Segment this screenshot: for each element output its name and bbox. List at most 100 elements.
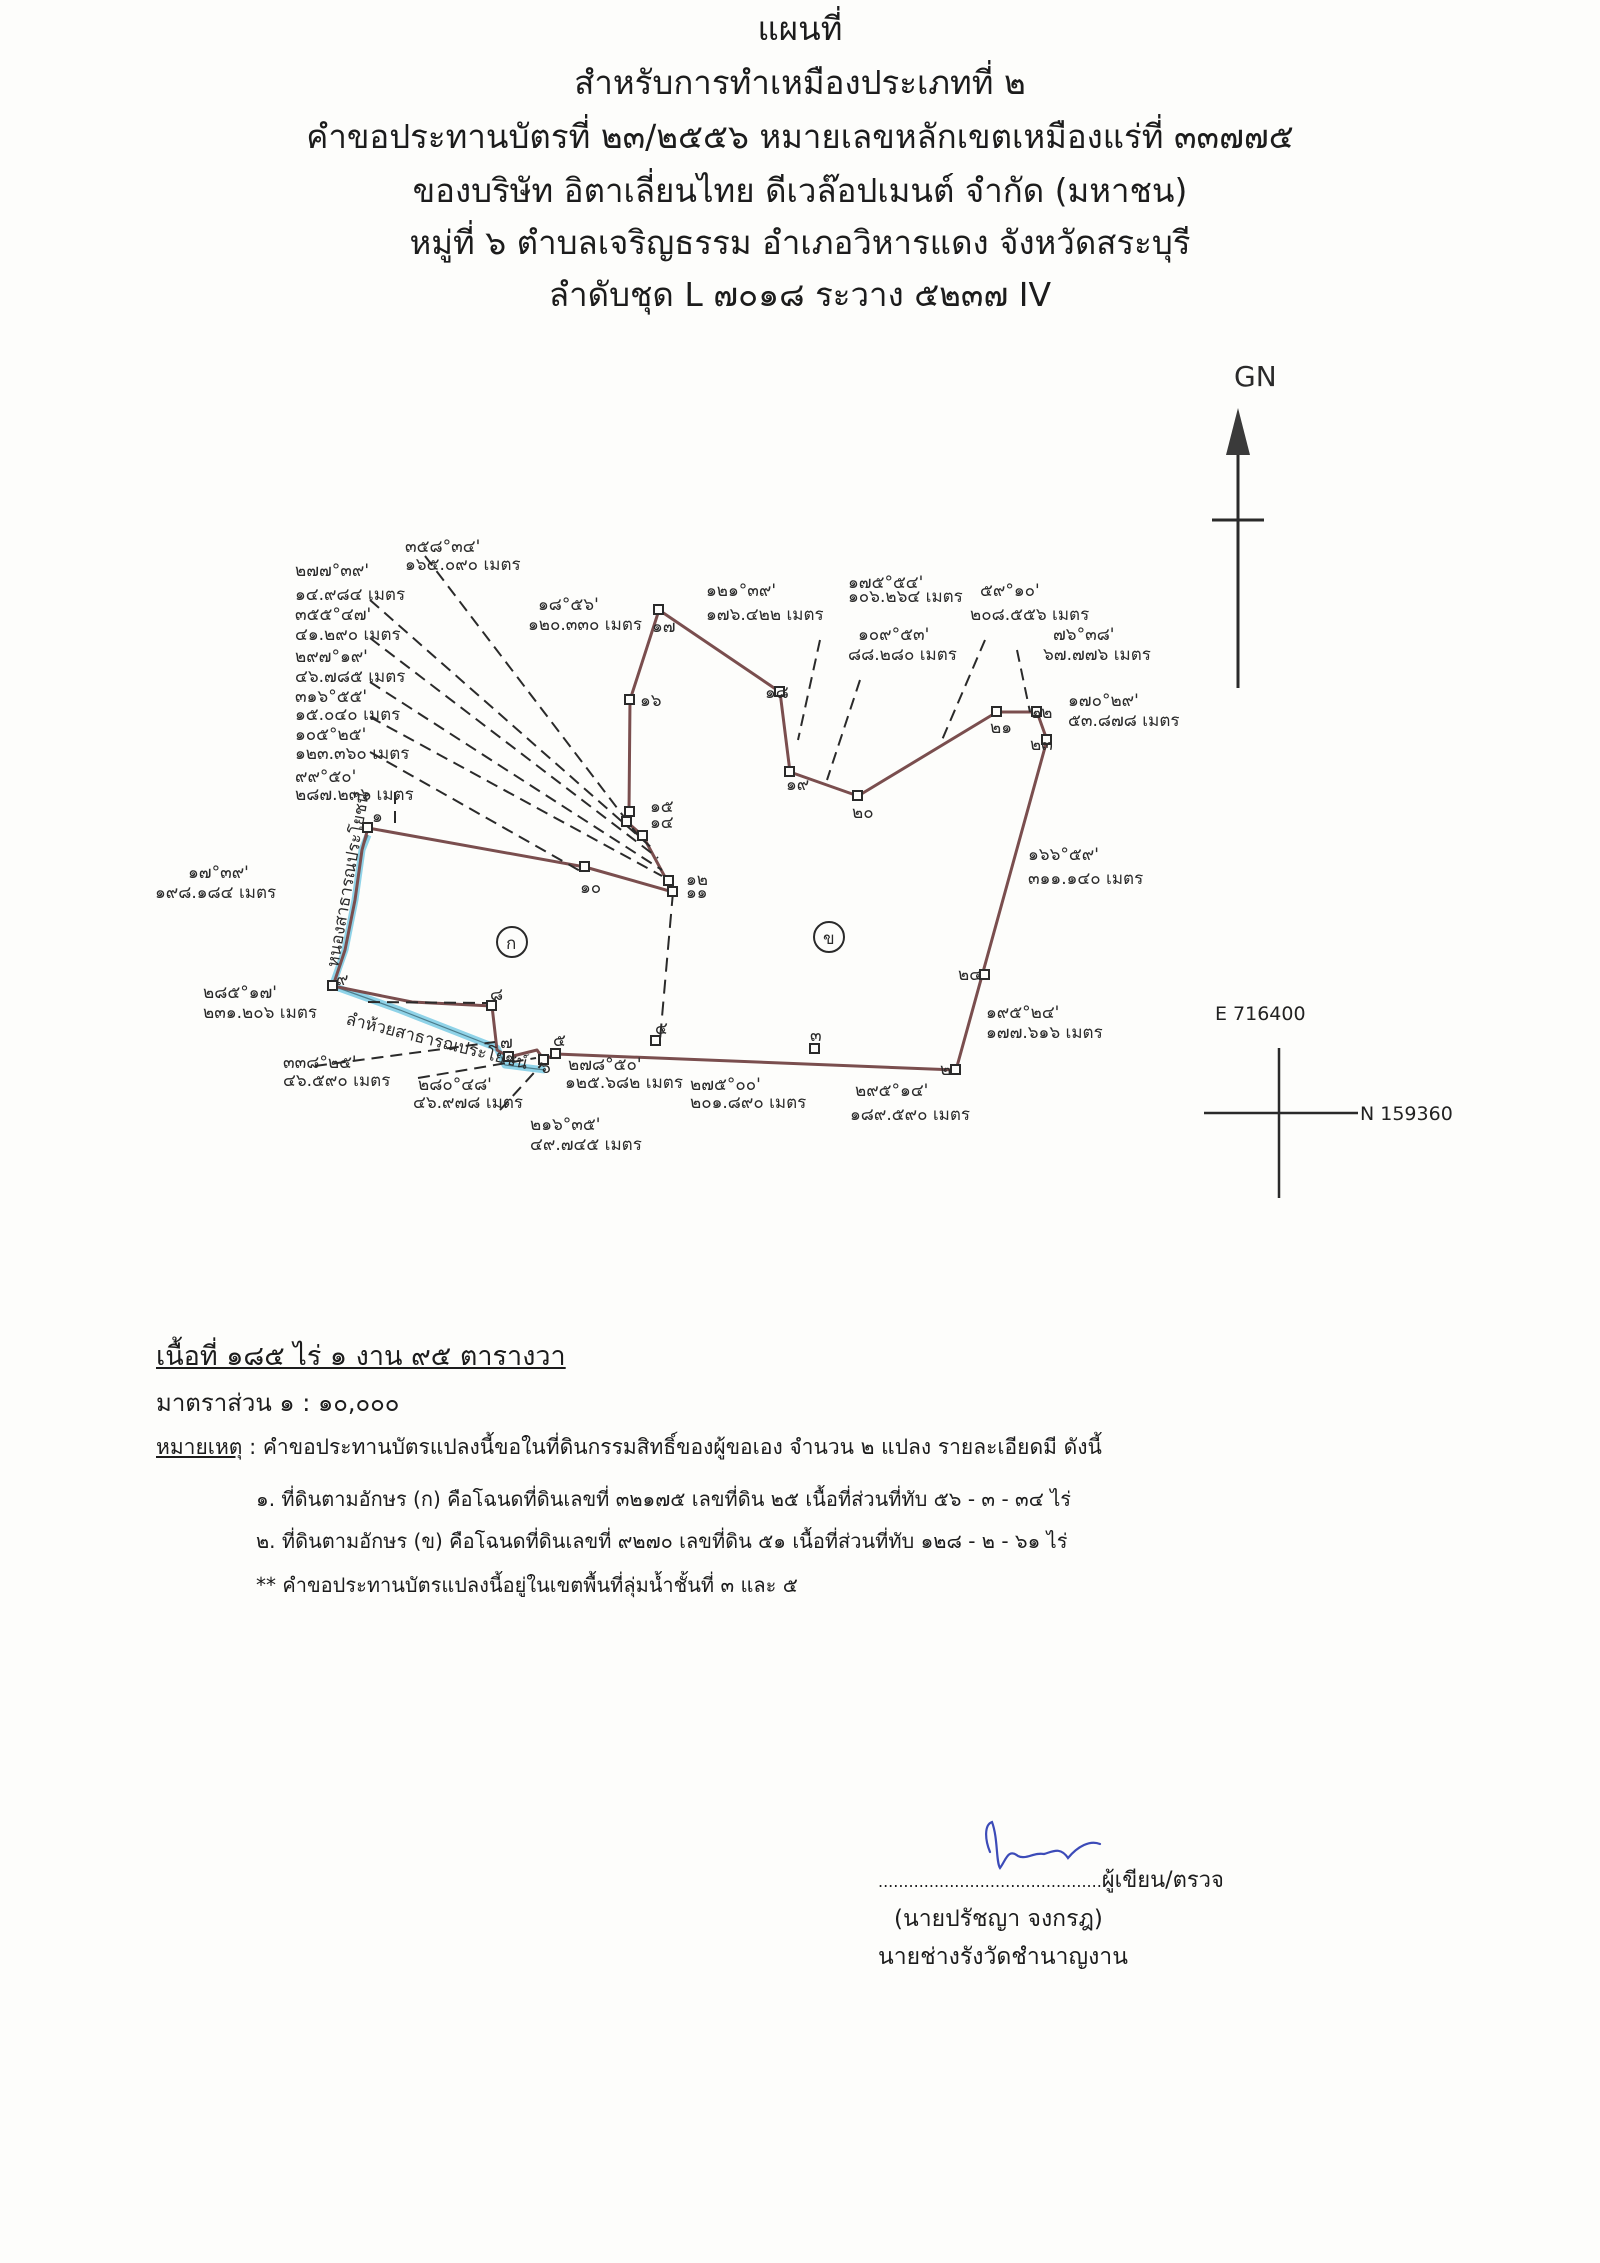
vertex-label-22: ๒๒	[1030, 703, 1052, 723]
north-arrow: GN	[1212, 360, 1277, 688]
bearing-label: ๕๙°๑๐'	[980, 581, 1040, 601]
parcel-b-letter: ข	[823, 929, 835, 949]
remark-label: หมายเหตุ	[156, 1435, 243, 1459]
vertex-label-24: ๒๔	[958, 965, 982, 985]
remark-line: หมายเหตุ : คำขอประทานบัตรแปลงนี้ขอในที่ด…	[156, 1432, 1102, 1462]
distance-label: ๒๐๑.๘๙๐ เมตร	[690, 1093, 806, 1113]
vertex-marker	[624, 806, 635, 817]
parcel-a-marker: ก	[496, 926, 528, 958]
signature-line: ........................................…	[878, 1866, 1224, 1897]
area-statement: เนื้อที่ ๑๘๕ ไร่ ๑ งาน ๙๕ ตารางวา	[156, 1341, 566, 1372]
vertex-label-17: ๑๗	[652, 617, 676, 637]
distance-label: ๑๘๙.๕๙๐ เมตร	[850, 1105, 970, 1125]
bearing-label: ๑๐๙°๕๓'	[858, 625, 929, 645]
leader-lines	[314, 555, 1031, 1111]
vertex-marker	[852, 790, 863, 801]
distance-label: ๑๗๖.๔๒๒ เมตร	[706, 605, 824, 625]
bearing-label: ๑๗๐°๒๙'	[1068, 691, 1139, 711]
vertex-label-11: ๑๑	[686, 883, 708, 903]
vertex-label-2: ๒	[940, 1060, 951, 1080]
scale-statement: มาตราส่วน ๑ : ๑๐,๐๐๐	[156, 1389, 400, 1417]
bearing-label: ๗๖°๓๘'	[1053, 625, 1114, 645]
vertex-marker	[991, 706, 1002, 717]
easting-label: E 716400	[1215, 1003, 1306, 1025]
distance-label: ๑๐๖.๒๖๔ เมตร	[848, 587, 963, 607]
bearing-label: ๑๗๕°๕๔'	[848, 573, 923, 593]
bearing-label: ๒๘๐°๔๘'	[418, 1075, 492, 1095]
vertex-marker	[784, 766, 795, 777]
application-number-line: คำขอประทานบัตรที่ ๒๓/๒๕๕๖ หมายเลขหลักเขต…	[306, 117, 1294, 156]
bearing-label: ๓๕๕°๔๗'	[295, 605, 371, 625]
signature-scribble	[985, 1820, 1102, 1870]
vertex-label-5: ๕	[553, 1031, 566, 1051]
vertex-marker	[486, 1000, 497, 1011]
distance-label: ๑๗๗.๖๑๖ เมตร	[986, 1023, 1103, 1043]
vertex-label-10: ๑๐	[580, 878, 601, 898]
vertex-marker	[579, 861, 590, 872]
bearing-label: ๒๘๕°๑๗'	[203, 983, 277, 1003]
location-line: หมู่ที่ ๖ ตำบลเจริญธรรม อำเภอวิหารแดง จั…	[409, 223, 1191, 262]
vertex-label-3: ๓	[810, 1026, 822, 1046]
vertex-label-9: ๙	[336, 970, 348, 990]
vertex-marker	[503, 1051, 514, 1062]
vertex-marker	[663, 875, 674, 886]
vertex-marker	[637, 830, 648, 841]
grid-cross: E 716400 N 159360	[1204, 1003, 1453, 1198]
distance-label: ๑๒๕.๖๘๒ เมตร	[565, 1073, 683, 1093]
distance-label: ๔๖.๕๙๐ เมตร	[283, 1071, 390, 1091]
vertex-label-16: ๑๖	[640, 691, 662, 711]
distance-label: ๘๘.๒๘๐ เมตร	[848, 645, 957, 665]
map-sheet-line: ลำดับชุด L ๗๐๑๘ ระวาง ๕๒๓๗ IV	[548, 275, 1052, 314]
north-arrowhead-icon	[1226, 408, 1250, 455]
vertex-marker	[624, 694, 635, 705]
bearing-label: ๙๙°๕๐'	[295, 767, 356, 787]
distance-label: ๔๑.๒๙๐ เมตร	[295, 625, 401, 645]
distance-label: ๔๖.๙๗๘ เมตร	[413, 1093, 523, 1113]
bearing-label: ๒๙๕°๑๔'	[855, 1081, 928, 1101]
distance-label: ๑๕.๐๔๐ เมตร	[295, 705, 400, 725]
vertex-label-15: ๑๕	[650, 797, 674, 817]
vertex-marker	[950, 1064, 961, 1075]
vertex-label-21: ๒๑	[990, 718, 1012, 738]
vertex-markers	[327, 604, 1052, 1075]
bearing-label: ๑๙๕°๒๔'	[986, 1003, 1059, 1023]
distance-label: ๑๔.๙๘๔ เมตร	[295, 585, 405, 605]
vertex-label-6: ๖	[540, 1058, 551, 1078]
bearing-label: ๒๙๗°๑๙'	[295, 647, 368, 667]
remark-item-1: ๑. ที่ดินตามอักษร (ก) คือโฉนดที่ดินเลขที…	[256, 1487, 1071, 1511]
signer-position: นายช่างรังวัดชำนาญงาน	[878, 1944, 1128, 1970]
vertex-label-18: ๑๘	[765, 683, 789, 703]
distance-label: ๒๓๑.๒๐๖ เมตร	[203, 1003, 317, 1023]
vertex-label-7: ๗	[500, 1033, 513, 1053]
vertex-label-19: ๑๙	[786, 775, 809, 795]
vertex-marker	[650, 1035, 661, 1046]
vertex-marker	[979, 969, 990, 980]
distance-label: ๑๖๕.๐๙๐ เมตร	[405, 555, 521, 575]
northing-label: N 159360	[1360, 1103, 1453, 1125]
vertex-label-23: ๒๓	[1030, 735, 1053, 755]
bearing-label: ๒๑๖°๓๕'	[530, 1115, 600, 1135]
bearing-labels: ๓๕๘°๓๔' ๑๖๕.๐๙๐ เมตร ๒๗๗°๓๙' ๑๔.๙๘๔ เมตร…	[155, 537, 1180, 1155]
distance-label: ๔๖.๗๘๕ เมตร	[295, 667, 405, 687]
distance-label: ๑๒๐.๓๓๐ เมตร	[528, 615, 642, 635]
distance-label: ๑๒๓.๓๖๐ เมตร	[295, 744, 409, 764]
vertex-marker	[667, 886, 678, 897]
north-arrow-label: GN	[1234, 360, 1277, 393]
parcel-divider	[655, 891, 674, 1046]
vertex-marker	[1031, 706, 1042, 717]
bearing-label: ๑๗°๓๙'	[188, 863, 249, 883]
remark-item-3: ** คำขอประทานบัตรแปลงนี้อยู่ในเขตพื้นที่…	[256, 1573, 798, 1597]
company-line: ของบริษัท อิตาเลี่ยนไทย ดีเวล๊อปเมนต์ จำ…	[412, 171, 1188, 210]
bearing-label: ๑๐๕°๒๕'	[295, 725, 366, 745]
map-title: แผนที่	[757, 9, 843, 48]
signer-name: (นายปรัชญา จงกรฎ)	[894, 1906, 1103, 1932]
bearing-label: ๑๒๑°๓๙'	[706, 581, 776, 601]
vertex-marker	[550, 1048, 561, 1059]
distance-label: ๑๙๘.๑๘๔ เมตร	[155, 883, 276, 903]
bearing-label: ๑๘°๕๖'	[538, 595, 599, 615]
claim-boundary	[331, 608, 1049, 1072]
distance-label: ๔๙.๗๔๕ เมตร	[530, 1135, 642, 1155]
vertex-marker	[809, 1043, 820, 1054]
vertex-label-20: ๒๐	[852, 803, 874, 823]
vertex-marker	[538, 1054, 549, 1065]
